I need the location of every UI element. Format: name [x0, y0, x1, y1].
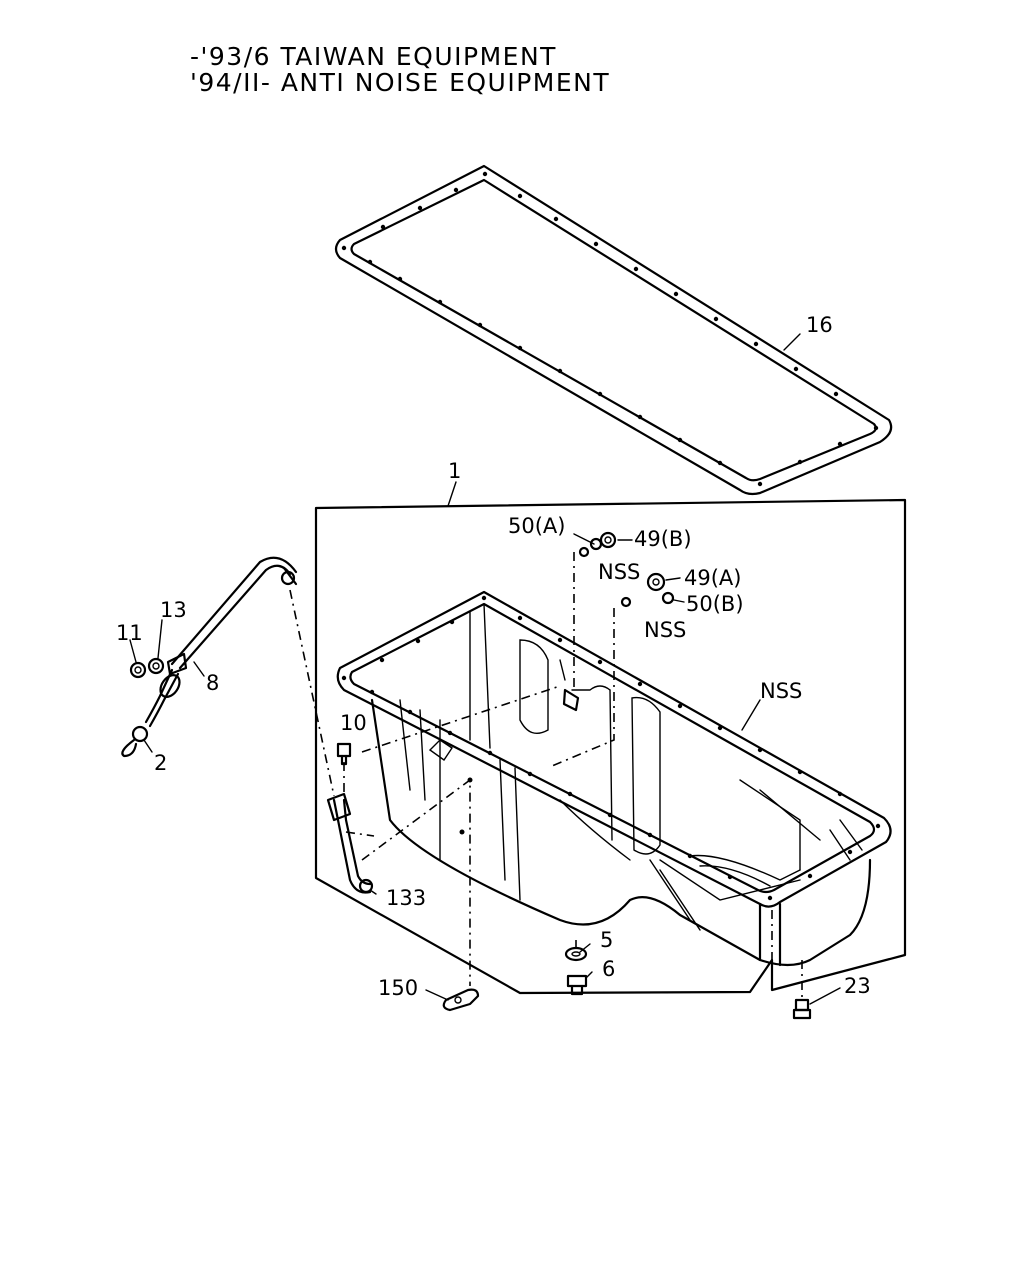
callout-nss-pan: NSS — [760, 679, 802, 703]
bolt-23 — [792, 998, 812, 1020]
callout-150: 150 — [378, 976, 418, 1000]
callout-50a: 50(A) — [508, 514, 565, 538]
callout-1: 1 — [448, 459, 461, 483]
callout-6: 6 — [602, 957, 615, 981]
callout-49a: 49(A) — [684, 566, 741, 590]
washer-13 — [147, 657, 165, 675]
center-lines — [289, 552, 803, 998]
tube-bracket — [166, 652, 188, 676]
callout-49b: 49(B) — [634, 527, 692, 551]
callout-8: 8 — [206, 671, 219, 695]
drain-plug-6 — [566, 974, 588, 996]
callout-50b: 50(B) — [686, 592, 744, 616]
callout-11: 11 — [116, 621, 143, 645]
callout-nss-upper: NSS — [598, 560, 640, 584]
gasket-bolt-holes — [341, 171, 879, 487]
header-line-2: '94/II- ANTI NOISE EQUIPMENT — [190, 68, 610, 97]
callout-23: 23 — [844, 974, 871, 998]
callout-10: 10 — [340, 711, 367, 735]
oil-pan-gasket — [334, 164, 893, 496]
pan-bolt-holes — [341, 595, 881, 901]
leader-lines — [129, 333, 841, 1005]
callout-13: 13 — [160, 598, 187, 622]
nut-49a — [646, 572, 666, 592]
bracket-150 — [442, 988, 480, 1012]
header-line-1: -'93/6 TAIWAN EQUIPMENT — [190, 42, 557, 71]
callout-nss-middle: NSS — [644, 618, 686, 642]
seal-nss-upper — [578, 546, 590, 558]
oil-pan — [336, 590, 892, 967]
nut-49b — [599, 531, 617, 549]
bolt-10 — [336, 742, 352, 766]
dipstick — [121, 668, 181, 758]
callout-2: 2 — [154, 751, 167, 775]
washer-50b — [661, 591, 675, 605]
callout-133: 133 — [386, 886, 426, 910]
callout-5: 5 — [600, 928, 613, 952]
dipstick-guide-tube — [170, 556, 374, 894]
seal-nss-middle — [620, 596, 632, 608]
nut-11 — [129, 661, 147, 679]
callout-16: 16 — [806, 313, 833, 337]
